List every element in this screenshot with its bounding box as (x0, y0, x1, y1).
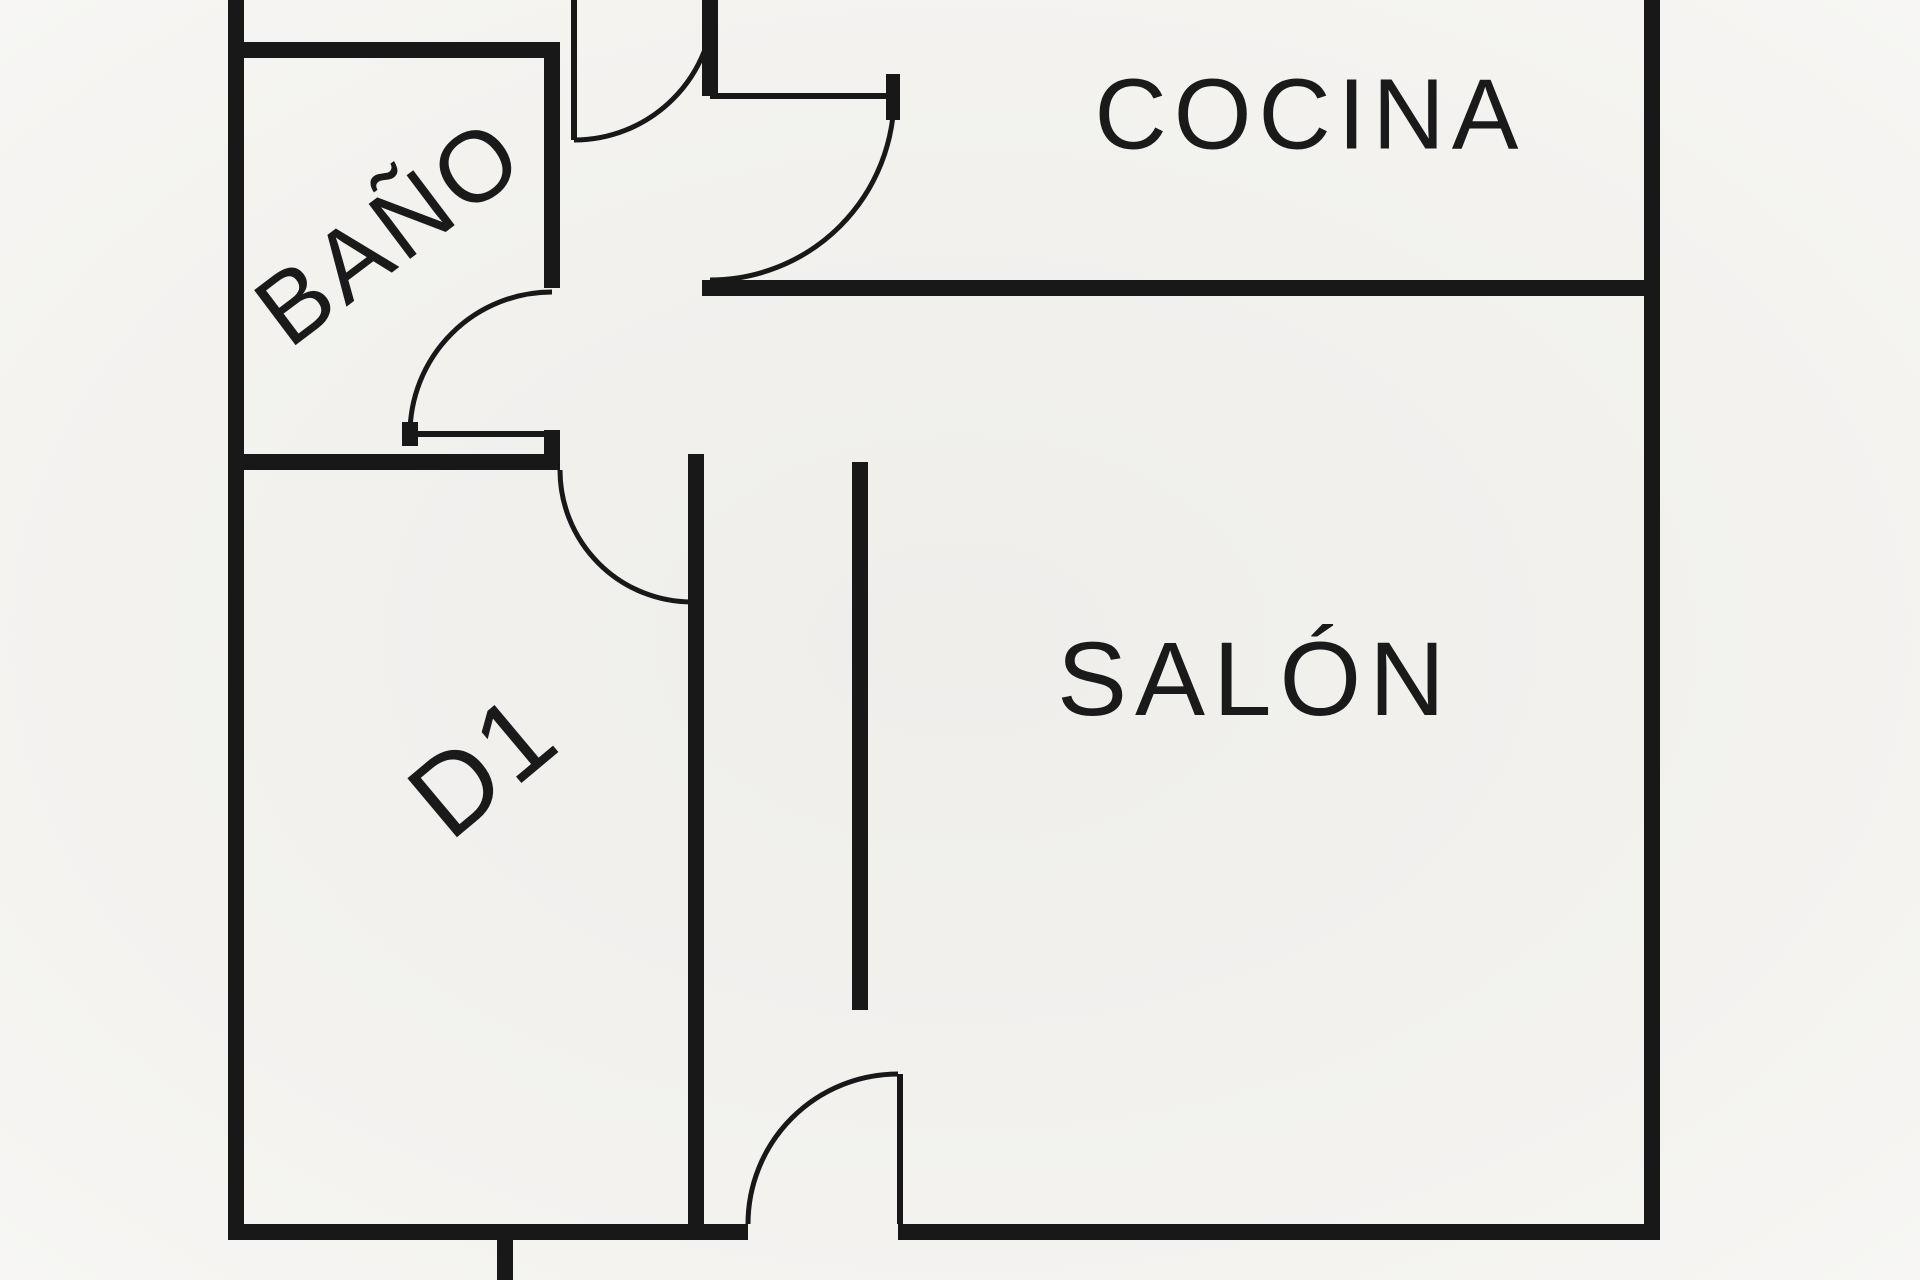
wall-d1-right (688, 454, 704, 1240)
wall-bano-bottom-d1-top (228, 454, 560, 470)
wall-cocina-bottom (702, 280, 1660, 296)
room-label-cocina: COCINA (1094, 58, 1526, 171)
cocina-door-arc (709, 95, 897, 283)
room-label-salon: SALÓN (1057, 621, 1453, 738)
wall-right-outer (1644, 0, 1660, 1240)
wall-bano-right-upper (544, 42, 560, 288)
wall-bottom-left (228, 1224, 748, 1240)
bano-door-arc (407, 289, 553, 435)
entrance-door-arc (573, 0, 717, 143)
wall-bano-top (228, 42, 560, 58)
wall-salon-left (852, 462, 868, 1010)
wall-bottom-right (898, 1224, 1660, 1240)
d1-door-arc (557, 469, 693, 605)
salon-ext-door-arc (745, 1071, 899, 1225)
wall-stub-exterior (497, 1224, 513, 1280)
wall-left-outer (228, 0, 244, 1240)
